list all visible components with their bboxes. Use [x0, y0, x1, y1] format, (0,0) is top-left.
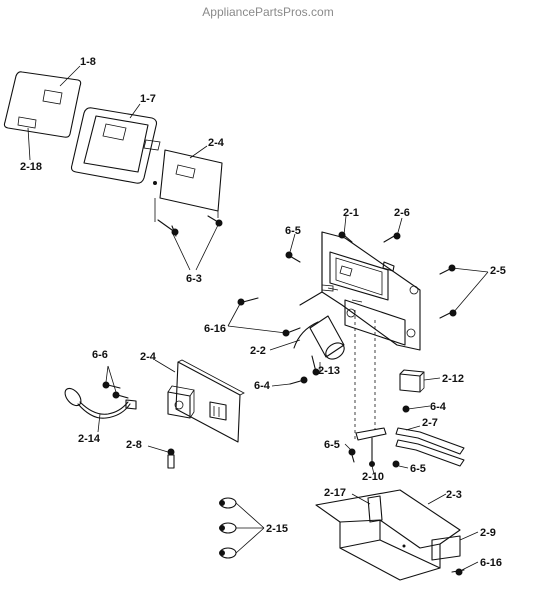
screws-2-5	[439, 264, 457, 319]
label-2-12: 2-12	[442, 373, 464, 385]
stud-2-8	[167, 448, 175, 469]
label-2-5: 2-5	[490, 265, 506, 277]
watermark: AppliancePartsPros.com	[202, 5, 333, 19]
screw-6-4-mid	[289, 376, 308, 385]
screw-6-5-br	[392, 460, 400, 468]
label-2-4-top: 2-4	[208, 137, 225, 149]
label-2-14: 2-14	[78, 433, 101, 445]
label-6-4-right: 6-4	[430, 401, 447, 413]
clamps-2-15	[219, 497, 237, 559]
label-2-6: 2-6	[394, 207, 410, 219]
label-2-4-mid: 2-4	[140, 351, 157, 363]
label-2-15: 2-15	[266, 523, 288, 535]
label-2-1: 2-1	[343, 207, 359, 219]
leader-lines	[27, 65, 489, 571]
label-2-10: 2-10	[362, 471, 384, 483]
wire-harness-2-14	[64, 387, 137, 419]
label-2-8: 2-8	[126, 439, 142, 451]
label-1-8: 1-8	[80, 56, 96, 68]
label-2-13: 2-13	[318, 365, 340, 377]
label-2-2: 2-2	[250, 345, 266, 357]
screw-6-5-top	[285, 251, 301, 263]
label-6-3: 6-3	[186, 273, 202, 285]
bezel-frame-1-7	[70, 107, 161, 184]
label-2-3: 2-3	[446, 489, 462, 501]
label-2-18: 2-18	[20, 161, 42, 173]
label-6-6: 6-6	[92, 349, 108, 361]
bracket-2-7	[395, 427, 465, 467]
screws-6-16-mid	[237, 297, 301, 337]
screw-6-5-bl	[348, 448, 356, 463]
label-2-7: 2-7	[422, 417, 438, 429]
circuit-board-2-4	[167, 359, 245, 443]
label-2-9: 2-9	[480, 527, 496, 539]
label-6-5-br: 6-5	[410, 463, 426, 475]
bracket-2-10	[355, 427, 387, 467]
label-6-4-mid: 6-4	[254, 380, 271, 392]
capacitor-2-2	[293, 315, 345, 376]
label-1-7: 1-7	[140, 93, 156, 105]
part-labels: 1-8 1-7 2-18 2-4 6-3 2-1 2-6 6-5 2-5 6-1…	[20, 56, 506, 569]
label-6-5-bl: 6-5	[324, 439, 340, 451]
label-6-16-bot: 6-16	[480, 557, 502, 569]
label-6-5-top: 6-5	[285, 225, 301, 237]
cover-plate-1-8	[3, 71, 82, 138]
screws-6-6	[102, 381, 129, 399]
label-6-16-mid: 6-16	[204, 323, 226, 335]
label-2-17: 2-17	[324, 487, 346, 499]
relay-2-12	[399, 369, 425, 413]
screws-6-3	[154, 198, 223, 237]
mounting-bracket-2-4-top	[153, 149, 223, 212]
lower-housing-2-3	[315, 489, 465, 581]
control-box-2-1	[299, 231, 421, 351]
